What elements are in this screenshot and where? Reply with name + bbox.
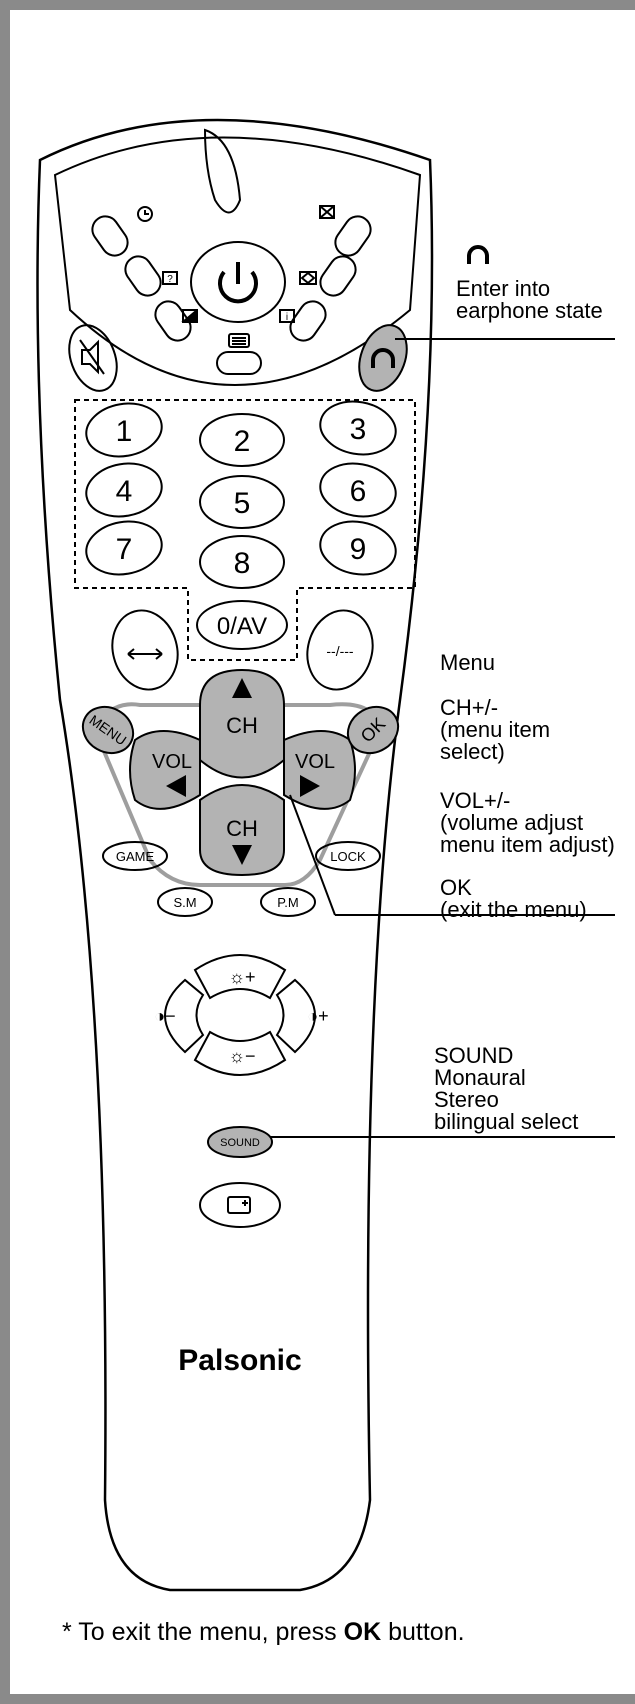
remote-top-panel: [53, 136, 422, 386]
text-button[interactable]: [216, 351, 262, 375]
remote-top-notch: [203, 128, 242, 214]
svg-text:?: ?: [167, 274, 173, 285]
earphone-button[interactable]: [351, 319, 416, 398]
num-7-label: 7: [116, 533, 133, 566]
brightness-down-button[interactable]: [193, 1030, 287, 1076]
vol-up-arrow-icon: [300, 775, 320, 797]
timer-button[interactable]: [87, 211, 132, 260]
svg-text:i: i: [286, 312, 288, 323]
power-button[interactable]: [190, 241, 286, 323]
ch-down-button[interactable]: [199, 784, 285, 877]
sm-button[interactable]: [157, 887, 213, 917]
num-6-label: 6: [350, 475, 367, 508]
num-9-label: 9: [350, 533, 367, 566]
contrast-up-label: ◑+: [307, 1006, 328, 1026]
num-2-button[interactable]: [199, 413, 285, 467]
lock-button[interactable]: [315, 841, 381, 871]
zoom-icon: [227, 1196, 251, 1214]
headphone-icon: [371, 348, 395, 368]
sound-button[interactable]: [207, 1126, 273, 1158]
ch-down-label: CH: [226, 816, 258, 841]
ok-button[interactable]: [339, 698, 406, 762]
help-icon: ?: [162, 271, 178, 285]
power-icon: [218, 262, 258, 304]
av-label: 0/AV: [217, 613, 267, 640]
brand-logo: Palsonic: [178, 1344, 301, 1377]
numeric-keypad-box: [74, 399, 416, 661]
swap-button[interactable]: [315, 251, 360, 300]
sound-annotation: SOUND Monaural Stereo bilingual select: [434, 1043, 579, 1134]
footer-prefix: * To exit the menu, press: [62, 1618, 344, 1646]
menu-button[interactable]: [74, 698, 141, 762]
num-2-label: 2: [234, 425, 251, 458]
game-label: GAME: [116, 849, 155, 864]
brightness-up-label: ☼+: [228, 967, 255, 987]
num-8-label: 8: [234, 547, 251, 580]
swap-icon: [299, 271, 317, 285]
num-1-label: 1: [116, 415, 133, 448]
footer-suffix: button.: [381, 1618, 465, 1646]
num-6-button[interactable]: [316, 458, 400, 522]
num-4-button[interactable]: [82, 458, 166, 522]
scan-button[interactable]: [330, 211, 375, 260]
double-arrow-icon: [127, 648, 163, 660]
picture-icon: [181, 308, 198, 323]
ch-up-label: CH: [226, 713, 258, 738]
ch-annotation: CH+/- (menu item select): [440, 695, 551, 764]
earphone-annotation: Enter into earphone state: [456, 276, 603, 323]
menu-annotation: Menu: [440, 650, 496, 675]
vol-up-label: VOL: [295, 751, 335, 773]
num-8-button[interactable]: [199, 535, 285, 589]
headphone-legend-icon: [467, 245, 489, 264]
lock-label: LOCK: [330, 849, 366, 864]
num-4-label: 4: [116, 475, 133, 508]
clock-icon: [137, 206, 153, 222]
vol-annotation: VOL+/- (volume adjust menu item adjust): [440, 788, 615, 857]
ch-down-arrow-icon: [232, 845, 252, 865]
num-7-button[interactable]: [82, 516, 166, 580]
digit-label: --/---: [326, 643, 354, 659]
num-5-label: 5: [234, 487, 251, 520]
mute-icon: [79, 339, 105, 375]
contrast-down-label: ◑−: [154, 1006, 175, 1026]
brightness-up-button[interactable]: [193, 954, 287, 1000]
num-9-button[interactable]: [316, 516, 400, 580]
remote-body: [36, 118, 434, 1592]
num-1-button[interactable]: [82, 398, 166, 462]
contrast-up-button[interactable]: [275, 978, 316, 1054]
footer-note: * To exit the menu, press OK button.: [62, 1618, 465, 1647]
num-3-label: 3: [350, 413, 367, 446]
contrast-down-button[interactable]: [164, 978, 205, 1054]
vol-down-label: VOL: [152, 751, 192, 773]
brightness-down-label: ☼−: [228, 1046, 255, 1066]
pm-label: P.M: [277, 895, 298, 910]
vol-down-arrow-icon: [166, 775, 186, 797]
ch-vol-leader-line: [289, 794, 336, 916]
footer-ok-bold: OK: [343, 1618, 382, 1646]
game-button[interactable]: [102, 841, 168, 871]
ch-up-arrow-icon: [232, 678, 252, 698]
scan-icon: [319, 205, 335, 219]
recall-button[interactable]: [104, 603, 187, 697]
digit-button[interactable]: [299, 603, 382, 697]
ok-annotation: OK (exit the menu): [440, 875, 587, 922]
ch-up-button[interactable]: [199, 668, 285, 779]
pm-button[interactable]: [260, 887, 316, 917]
number-buttons: [82, 396, 400, 650]
mute-button[interactable]: [61, 319, 126, 398]
sm-label: S.M: [173, 895, 196, 910]
num-3-button[interactable]: [316, 396, 400, 460]
sound-label: SOUND: [220, 1137, 260, 1149]
teletext-icon: [228, 333, 250, 348]
info-button[interactable]: [285, 296, 330, 345]
num-5-button[interactable]: [199, 475, 285, 529]
help-button[interactable]: [120, 251, 165, 300]
av-button[interactable]: [196, 600, 288, 650]
zoom-button[interactable]: [199, 1182, 281, 1228]
info-icon: i: [279, 309, 295, 323]
